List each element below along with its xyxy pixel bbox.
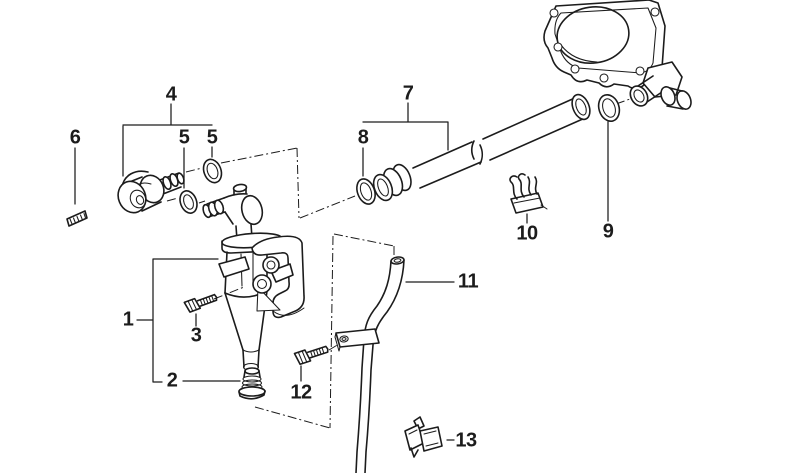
o-ring-5a bbox=[179, 190, 198, 214]
guide-tube bbox=[334, 256, 405, 473]
callout-9: 9 bbox=[602, 220, 614, 243]
bolt-12 bbox=[293, 345, 329, 366]
callout-5b: 5 bbox=[206, 126, 218, 149]
separator-valve-detail bbox=[218, 256, 294, 294]
oil-separator bbox=[202, 183, 305, 372]
callout-11: 11 bbox=[457, 270, 479, 293]
callout-13: 13 bbox=[455, 429, 477, 452]
callout-3: 3 bbox=[190, 324, 202, 347]
retaining-clip-10 bbox=[509, 173, 548, 214]
bolt-3 bbox=[183, 293, 218, 313]
separator-t-fitting bbox=[202, 183, 264, 241]
callout-1: 1 bbox=[122, 308, 134, 331]
callout-4: 4 bbox=[165, 83, 177, 106]
o-ring-5b bbox=[202, 158, 223, 184]
vent-pipe bbox=[372, 93, 591, 202]
elbow-fitting bbox=[117, 170, 185, 214]
leader-lines bbox=[74, 102, 609, 441]
drain-grommet bbox=[238, 367, 266, 400]
callout-2: 2 bbox=[166, 369, 178, 392]
callout-6: 6 bbox=[69, 126, 81, 149]
elbow-open-end bbox=[117, 180, 147, 214]
stud bbox=[66, 210, 88, 227]
callout-8: 8 bbox=[357, 126, 369, 149]
axis-centerlines bbox=[166, 98, 631, 429]
o-ring-9 bbox=[597, 93, 621, 123]
callout-5a: 5 bbox=[178, 126, 190, 149]
crankcase-flange-plate bbox=[543, 0, 692, 110]
tube-bracket-tab bbox=[335, 328, 380, 348]
retaining-clip-13 bbox=[404, 416, 443, 458]
callout-10: 10 bbox=[516, 222, 538, 245]
callout-7: 7 bbox=[402, 82, 414, 105]
separator-bracket bbox=[251, 235, 305, 319]
callout-12: 12 bbox=[290, 381, 312, 404]
o-ring-8 bbox=[356, 178, 376, 205]
pipe-open-end bbox=[571, 93, 591, 121]
